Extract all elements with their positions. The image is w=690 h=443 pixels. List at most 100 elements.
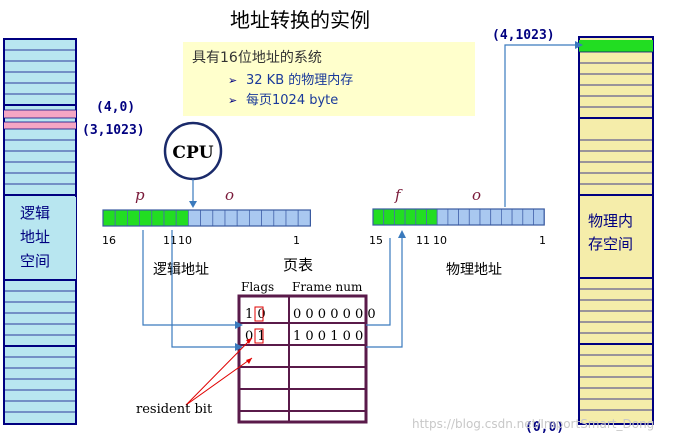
physical-bit-cell: [415, 208, 427, 226]
logical-address-label: 逻辑地址: [153, 262, 209, 278]
resident-bit-highlight: [254, 328, 264, 344]
logical-page-highlight-1: [4, 110, 76, 118]
physical-bit-cell: [511, 208, 524, 226]
logical-bit-cell: [175, 209, 189, 227]
physical-register-outline: [372, 208, 545, 226]
physical-f-label: f: [394, 186, 403, 204]
logical-space-label-3: 空间: [20, 252, 50, 270]
physical-bit-cell: [393, 208, 406, 226]
logical-bit-11: 11: [163, 234, 177, 247]
logical-bit-cell: [212, 209, 226, 227]
physical-space-label-2: 存空间: [588, 235, 633, 253]
physical-address-register: [372, 208, 545, 226]
logical-bit-cell: [236, 209, 250, 227]
marker-3-1023: (3,1023): [82, 123, 145, 138]
physical-to-memory-arrow-head: [575, 41, 583, 49]
physical-bit-10: 10: [433, 234, 447, 247]
info-box-heading: 具有16位地址的系统: [192, 50, 322, 66]
logical-space-label-1: 逻辑: [20, 204, 50, 222]
resident-bit-label: resident bit: [136, 402, 213, 417]
logical-bit-cell: [163, 209, 177, 227]
physical-bit-cell: [404, 208, 417, 226]
logical-register-outline: [102, 209, 311, 227]
logical-bit-cell: [139, 209, 153, 227]
page-table-frame-cell: 0 0 0 0 0 0 0: [293, 307, 376, 322]
page-table-frame: [237, 294, 368, 424]
cpu-label: CPU: [172, 143, 213, 163]
marker-4-0: (4,0): [96, 100, 135, 115]
info-bullet-icon-1: ➢: [228, 74, 237, 87]
logical-space-label-2: 地址: [20, 228, 50, 246]
physical-bit-cell: [490, 208, 502, 226]
resident-bit-arrow-head-2: [246, 358, 252, 364]
logical-o-label: o: [225, 186, 234, 204]
watermark: https://blog.csdn.net/ImportSmart_Dong: [412, 417, 654, 431]
physical-bit-cell: [522, 208, 534, 226]
physical-space-label-1: 物理内: [588, 212, 633, 230]
logical-address-register: [102, 209, 311, 227]
logical-bit-cell: [248, 209, 262, 227]
info-bullet-1: 32 KB 的物理内存: [246, 72, 353, 88]
physical-bit-cell: [447, 208, 459, 226]
physical-bit-cell: [479, 208, 492, 226]
row0-to-f-arrow: [366, 238, 391, 326]
logical-p-label: p: [135, 186, 145, 204]
marker-0-0: (0,0): [525, 420, 564, 435]
logical-bit-cell: [151, 209, 165, 227]
physical-bit-cell: [468, 208, 481, 226]
physical-bit-cell: [500, 208, 513, 226]
info-bullet-icon-2: ➢: [228, 94, 237, 107]
logical-bit-1: 1: [293, 234, 300, 247]
info-box-background: [183, 42, 475, 116]
resident-bit-arrow-head-1: [246, 338, 252, 344]
diagram-title: 地址转换的实例: [230, 8, 370, 32]
p-to-row1-arrow: [171, 230, 236, 348]
logical-bit-cell: [200, 209, 214, 227]
physical-to-memory-arrow: [504, 44, 576, 207]
physical-frame-highlight: [579, 40, 653, 52]
logical-bit-10: 10: [178, 234, 192, 247]
physical-bit-11: 11: [416, 234, 430, 247]
logical-bit-cell: [114, 209, 128, 227]
p-to-row0-arrow-head: [235, 321, 243, 329]
logical-space-label-bg: [8, 197, 76, 279]
row1-to-f-arrow: [366, 238, 403, 348]
physical-bit-1: 1: [539, 234, 546, 247]
logical-bit-16: 16: [102, 234, 116, 247]
logical-bit-cell: [187, 209, 201, 227]
logical-bit-cell: [297, 209, 311, 227]
physical-address-label: 物理地址: [446, 262, 502, 278]
physical-bit-cell: [383, 208, 395, 226]
page-table-frame-cell: 1 0 0 1 0 0: [293, 329, 363, 344]
physical-bit-cell: [426, 208, 438, 226]
page-table-frame-header: Frame num: [292, 280, 363, 294]
row1-to-f-arrow-head: [398, 230, 406, 238]
info-box: 具有16位地址的系统 ➢ 32 KB 的物理内存 ➢ 每页1024 byte: [183, 42, 475, 116]
physical-bit-cell: [458, 208, 470, 226]
resident-bit-arrow-1: [185, 337, 253, 406]
marker-4-1023: (4,1023): [492, 28, 555, 43]
logical-bit-cell: [127, 209, 141, 227]
logical-bit-cell: [285, 209, 299, 227]
p-to-row1-arrow-head: [235, 343, 243, 351]
resident-bit-highlight: [254, 306, 264, 322]
logical-page-highlight-2: [4, 122, 76, 129]
cpu-arrow-head: [189, 201, 197, 208]
physical-space-label-bg: [582, 205, 650, 263]
physical-bit-cell: [533, 208, 545, 226]
logical-bit-cell: [273, 209, 287, 227]
logical-bit-cell: [102, 209, 116, 227]
page-table-title: 页表: [283, 256, 313, 274]
info-bullet-2: 每页1024 byte: [246, 92, 338, 108]
physical-bit-15: 15: [369, 234, 383, 247]
physical-bit-cell: [436, 208, 449, 226]
page-table-flags-header: Flags: [241, 280, 274, 294]
logical-bit-cell: [261, 209, 275, 227]
physical-o-label: o: [472, 186, 481, 204]
physical-bit-cell: [372, 208, 385, 226]
p-to-row0-arrow: [142, 230, 236, 326]
resident-bit-arrow-2: [185, 357, 253, 406]
